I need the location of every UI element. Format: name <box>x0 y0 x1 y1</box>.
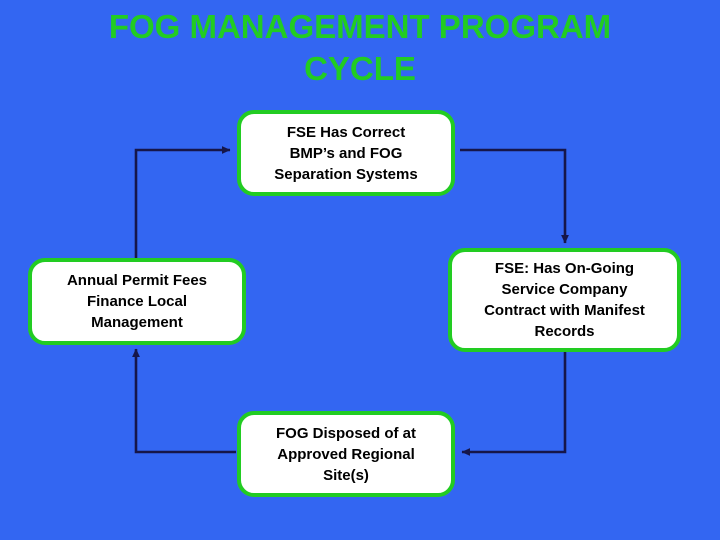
edge-bottom-to-left <box>132 348 236 454</box>
page-title: FOG MANAGEMENT PROGRAM CYCLE <box>108 8 612 87</box>
node-fse-service-contract[interactable]: FSE: Has On-Going Service Company Contra… <box>448 248 681 352</box>
node-fog-disposed[interactable]: FOG Disposed of at Approved Regional Sit… <box>237 411 455 497</box>
edge-top-to-right <box>460 148 569 244</box>
edge-right-to-bottom <box>461 348 567 456</box>
edge-left-to-top <box>134 146 231 262</box>
node-fse-bmp[interactable]: FSE Has Correct BMP’s and FOG Separation… <box>237 110 455 196</box>
node-annual-permit-fees[interactable]: Annual Permit Fees Finance Local Managem… <box>28 258 246 345</box>
